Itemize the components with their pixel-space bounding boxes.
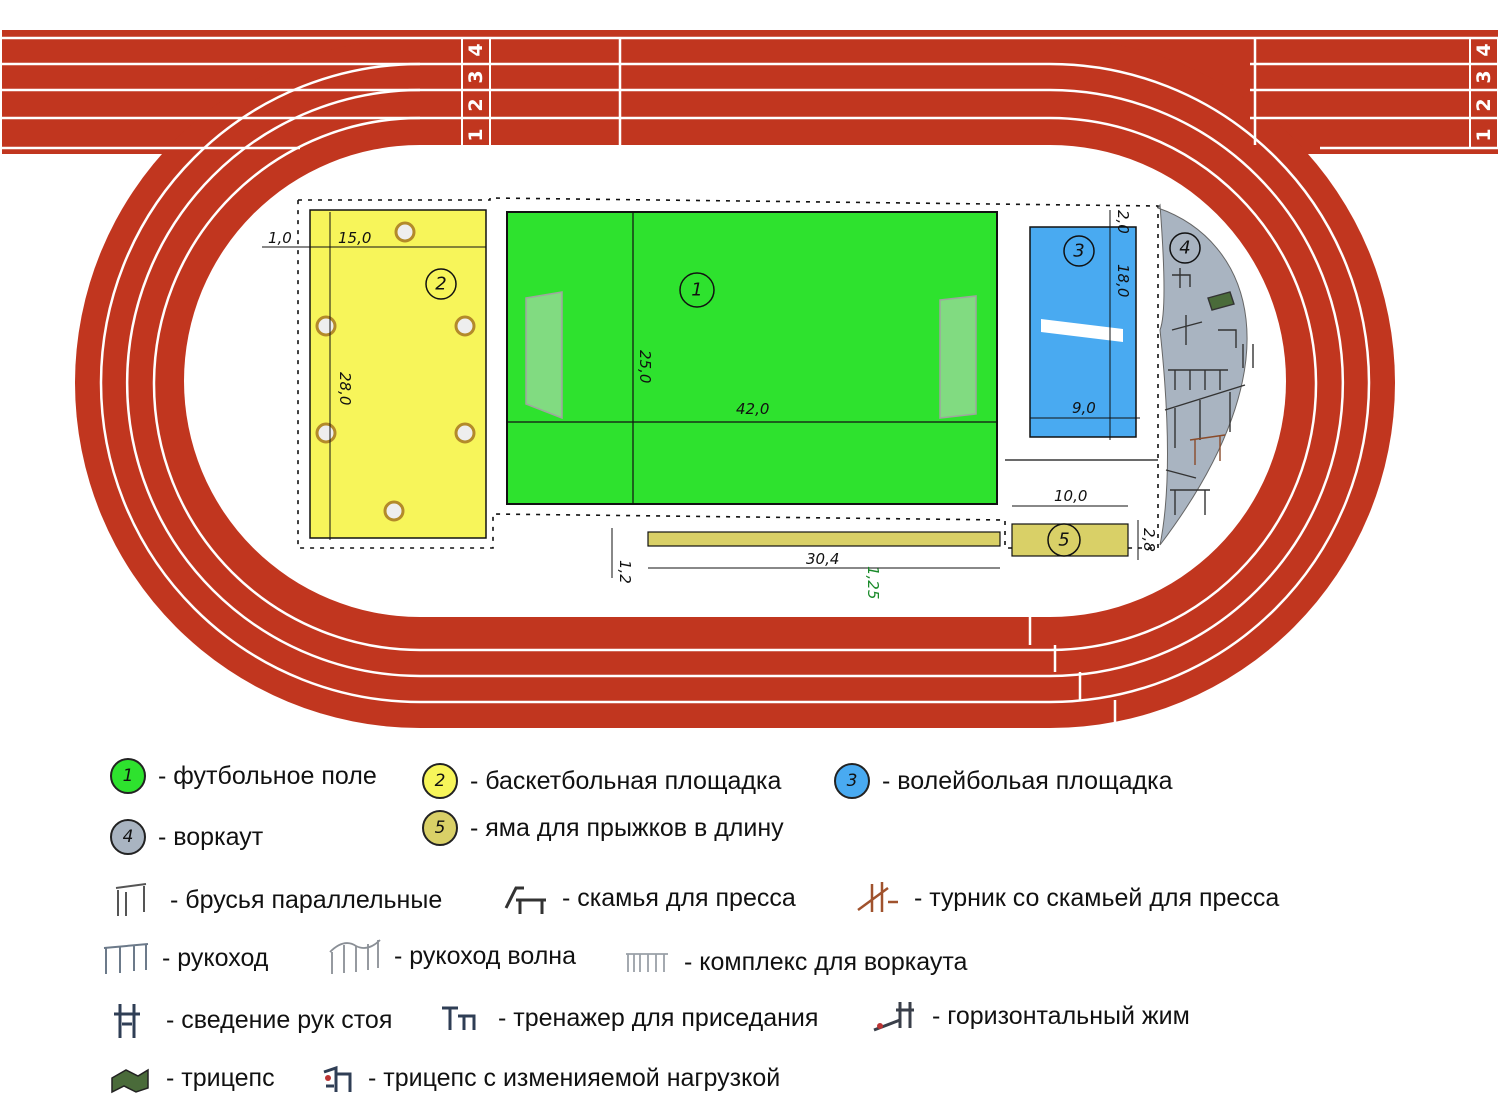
legend-item-basketball: 2 - баскетбольная площадка [422,763,781,799]
legend-label: - сведение рук стоя [166,1005,393,1034]
legend-item-long-jump: 5 - яма для прыжков в длину [422,810,784,846]
left-lane-number: 4 [465,43,487,56]
football-goals [525,291,977,420]
triceps-icon [111,1068,149,1094]
dim-football-width: 42,0 [736,400,769,418]
legend-item-workout-complex: - комплекс для воркаута [622,942,967,982]
legend-label: - футбольное поле [158,761,377,790]
right-start-box [1469,37,1499,149]
legend-item-ab-bench: - скамья для пресса [500,878,796,918]
basketball-court [309,209,487,539]
legend-label: - рукоход [162,943,269,972]
dim-volleyball-width: 9,0 [1072,399,1096,417]
legend-item-triceps: - трицепс [104,1058,275,1098]
legend-label: - турник со скамьей для пресса [914,883,1280,912]
left-lane-number: 2 [465,98,487,111]
wave-monkey-bars-icon [329,939,381,974]
legend-label: - тренажер для приседания [498,1003,819,1032]
legend-item-squat-machine: - тренажер для приседания [436,998,818,1038]
legend-item-monkey-bars: - рукоход [100,938,268,978]
left-start-box [461,37,491,149]
pullup-bar-bench-icon [857,882,898,912]
standing-chest-fly-icon [114,1004,140,1038]
right-lane-number: 2 [1473,98,1495,111]
legend-item-parallel-bars: - брусья параллельные [108,880,442,920]
parallel-bars-icon [115,883,147,916]
lane-lines [99,62,1371,704]
zone-1-badge: 1 [110,758,146,794]
straight-lane-lines [2,36,1498,728]
dim-runway-width: 1,25 [864,566,882,599]
volleyball-court-number: 3 [1073,241,1084,262]
legend-label: - рукоход волна [394,941,576,970]
football-field-number: 1 [691,280,702,301]
squat-machine-icon [442,1006,476,1030]
dim-runway-length: 30,4 [806,550,839,568]
legend-item-chest-fly: - сведение рук стоя [104,1000,392,1040]
dim-runway-gap: 1,2 [616,560,634,584]
dim-basketball-width: 15,0 [338,229,371,247]
legend-item-pullup-bench: - турник со скамьей для пресса [852,878,1279,918]
legend-item-adjustable-triceps: - трицепс с изменияемой нагрузкой [318,1058,780,1098]
legend-label: - воркаут [158,822,264,851]
football-field [506,211,998,505]
legend-label: - волейбольая площадка [882,766,1173,795]
left-lane-number: 3 [465,70,487,83]
fence [297,197,1159,549]
zone-5-badge: 5 [422,810,458,846]
adjustable-triceps-icon [323,1065,352,1092]
legend-label: - трицепс [166,1063,275,1092]
dim-pit-height: 2,8 [1140,528,1158,552]
legend-label: - яма для прыжков в длину [470,813,784,842]
dim-pit-width: 10,0 [1054,487,1087,505]
right-lane-number: 3 [1473,70,1495,83]
workout-complex-icon [626,953,668,972]
zone-4-badge: 4 [110,819,146,855]
legend-item-horizontal-press: - горизонтальный жим [870,996,1190,1036]
legend-item-workout: 4 - воркаут [110,819,263,855]
long-jump-runway [647,531,1001,547]
legend-label: - скамья для пресса [562,883,796,912]
legend-label: - трицепс с изменияемой нагрузкой [368,1063,781,1092]
right-lane-number: 4 [1473,43,1495,56]
dim-basketball-height: 28,0 [336,372,354,405]
dim-volleyball-gap: 2,0 [1114,210,1132,234]
legend-label: - баскетбольная площадка [470,766,782,795]
ab-bench-icon [504,886,546,914]
zone-3-badge: 3 [834,763,870,799]
workout-zone [1157,203,1248,546]
zone-2-badge: 2 [422,763,458,799]
long-jump-number: 5 [1058,530,1069,551]
legend-label: - горизонтальный жим [932,1001,1190,1030]
legend-label: - комплекс для воркаута [684,947,968,976]
horizontal-press-icon [873,1002,914,1032]
right-lane-number: 1 [1473,128,1495,141]
workout-zone-number: 4 [1179,238,1190,259]
volleyball-net [1041,319,1123,342]
legend-item-wave-monkey-bars: - рукоход волна [326,936,576,976]
dim-basketball-offset: 1,0 [268,229,292,247]
dim-football-height: 25,0 [636,350,654,383]
workout-equipment [1164,268,1254,515]
legend-label: - брусья параллельные [170,885,443,914]
basketball-court-number: 2 [435,274,446,295]
left-lane-number: 1 [465,128,487,141]
legend-item-football: 1 - футбольное поле [110,758,377,794]
dim-volleyball-height: 18,0 [1114,264,1132,297]
monkey-bars-icon [103,943,149,974]
legend-item-volleyball: 3 - волейбольая площадка [834,763,1173,799]
